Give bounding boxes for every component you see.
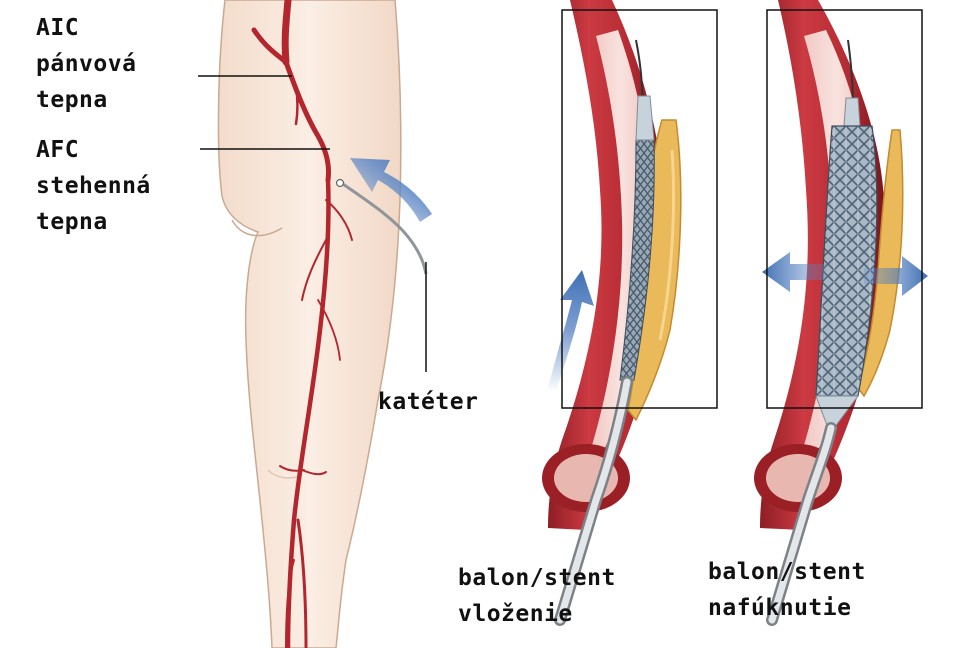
label-insertion: balon/stent vloženie — [458, 560, 616, 632]
catheter-tube — [339, 180, 428, 275]
label-inflation: balon/stent nafúknutie — [708, 554, 866, 626]
plaque-inflation — [857, 129, 904, 398]
label-afc: AFC stehenná tepna — [36, 132, 151, 240]
label-catheter: katéter — [378, 384, 478, 420]
hip-shape — [217, 0, 402, 648]
label-aic-line1: AIC — [36, 15, 80, 41]
leg-illustration — [217, 0, 432, 648]
label-afc-line3: tepna — [36, 209, 108, 235]
label-afc-line1: AFC — [36, 137, 80, 163]
label-inflation-line2: nafúknutie — [708, 595, 852, 621]
panel-frame-insertion — [561, 9, 718, 409]
leg-arteries — [251, 0, 353, 648]
push-arrow-icon — [548, 270, 594, 392]
label-inflation-line1: balon/stent — [708, 559, 866, 585]
leader-lines — [198, 75, 427, 372]
label-aic-line2: pánvová — [36, 51, 137, 77]
label-afc-line2: stehenná — [36, 173, 151, 199]
label-insertion-line2: vloženie — [458, 601, 573, 627]
expand-arrow-left-icon — [762, 252, 826, 292]
label-aic-line3: tepna — [36, 87, 108, 113]
stent-collapsed — [619, 139, 655, 381]
label-aic: AIC pánvová tepna — [36, 10, 136, 118]
inflow-arrow-icon — [350, 158, 432, 222]
panel-frame-inflation — [766, 9, 923, 409]
label-catheter-text: katéter — [378, 389, 479, 415]
expand-arrow-right-icon — [864, 256, 928, 296]
label-insertion-line1: balon/stent — [458, 565, 616, 591]
panel-insertion — [542, 0, 718, 626]
panel-inflation — [754, 0, 928, 626]
